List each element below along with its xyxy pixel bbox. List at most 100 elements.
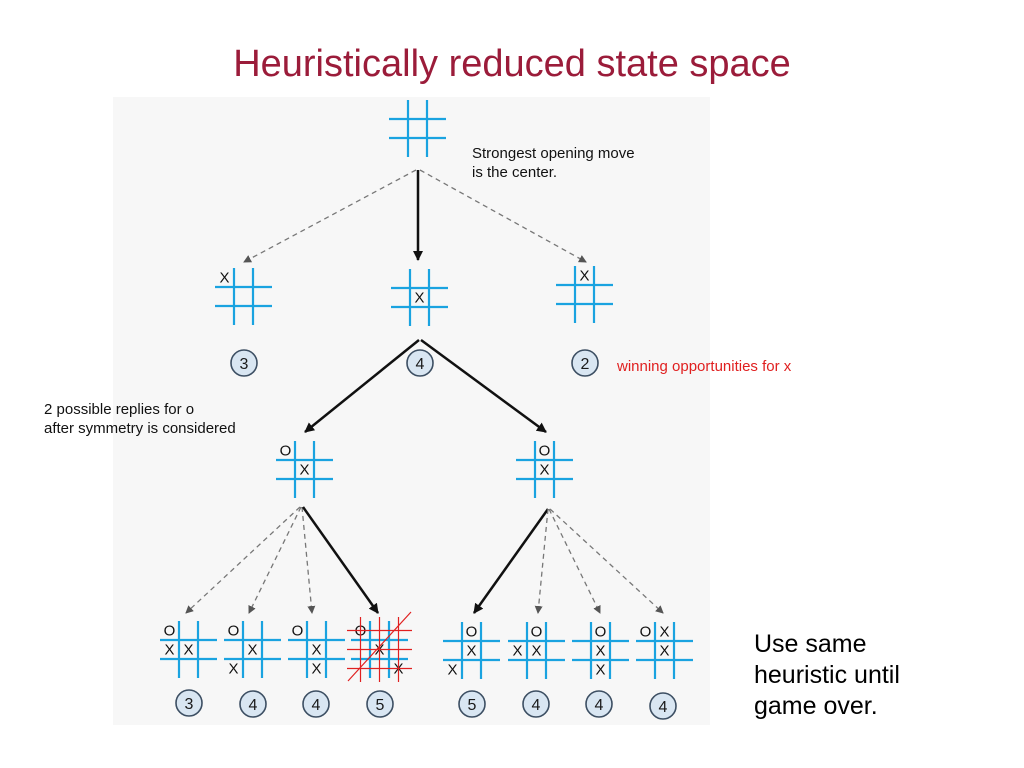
board-a3: OXX <box>288 621 345 678</box>
badges-layer: 3 4 2 3 4 4 5 5 4 4 4 <box>175 349 677 720</box>
board-mark-o: O <box>164 623 176 640</box>
opening-note-line-2: is the center. <box>472 164 558 181</box>
score-badge-value: 4 <box>249 697 258 714</box>
board-mark-x: X <box>164 642 174 659</box>
arrow-o-edge-to-b1 <box>472 508 550 614</box>
arrow-root-to-x-corner <box>243 169 417 263</box>
score-badge-x-center: 4 <box>406 349 434 377</box>
board-mark-o: O <box>539 443 551 460</box>
board-root <box>389 100 446 157</box>
score-badge-value: 4 <box>416 356 425 373</box>
score-badge-circle <box>366 690 394 718</box>
board-x-edge: X <box>556 266 613 323</box>
board-mark-x: X <box>466 643 476 660</box>
board-mark-o: O <box>640 624 652 641</box>
board-mark-x: X <box>414 290 424 307</box>
score-badge-circle <box>649 692 677 720</box>
board-a2: OXX <box>224 621 281 678</box>
board-mark-o: O <box>466 624 478 641</box>
score-badge-value: 4 <box>532 697 541 714</box>
board-mark-x: X <box>659 624 669 641</box>
score-badge-b1: 5 <box>458 690 486 718</box>
board-mark-o: O <box>280 443 292 460</box>
score-badge-b3: 4 <box>585 690 613 718</box>
arrow-x-center-to-o-corner <box>304 339 420 433</box>
board-mark-x: X <box>219 270 229 287</box>
board-mark-x: X <box>595 643 605 660</box>
board-o-edge: OX <box>516 441 573 498</box>
board-mark-o: O <box>228 623 240 640</box>
slide-title: Heuristically reduced state space <box>233 43 791 85</box>
board-x-corner: X <box>215 268 272 325</box>
winning-opportunities-note: winning opportunities for x <box>617 358 792 375</box>
arrow-o-edge-to-b3 <box>548 508 601 614</box>
arrow-root-to-x-edge <box>419 169 587 263</box>
score-badge-value: 4 <box>312 697 321 714</box>
score-badge-b2: 4 <box>522 690 550 718</box>
heuristic-note-line-1: Use same <box>754 630 867 658</box>
board-mark-x: X <box>659 643 669 660</box>
arrow-o-corner-to-a3 <box>301 506 316 614</box>
board-mark-x: X <box>595 662 605 679</box>
winning-line-diagonal <box>347 611 412 682</box>
replies-note-line-2: after symmetry is considered <box>44 420 236 437</box>
board-b1: OXX <box>443 622 500 679</box>
score-badge-circle <box>458 690 486 718</box>
score-badge-value: 3 <box>240 356 249 373</box>
score-badge-value: 2 <box>581 356 590 373</box>
board-mark-x: X <box>228 661 238 678</box>
board-mark-x: X <box>512 643 522 660</box>
board-mark-o: O <box>292 623 304 640</box>
opening-note-line-1: Strongest opening move <box>472 145 635 162</box>
score-badge-value: 5 <box>468 697 477 714</box>
edges-layer <box>185 169 664 614</box>
score-badge-circle <box>302 690 330 718</box>
arrow-x-center-to-o-edge <box>420 338 547 434</box>
board-mark-x: X <box>531 643 541 660</box>
score-badge-circle <box>239 690 267 718</box>
score-badge-circle <box>230 349 258 377</box>
board-mark-x: X <box>539 462 549 479</box>
board-mark-x: X <box>299 462 309 479</box>
heuristic-note-line-2: heuristic until <box>754 661 900 689</box>
score-badge-value: 3 <box>185 696 194 713</box>
board-x-center: X <box>391 269 448 326</box>
board-b3: OXX <box>572 622 629 679</box>
board-mark-x: X <box>447 662 457 679</box>
score-badge-a3: 4 <box>302 690 330 718</box>
score-badge-a4: 5 <box>366 690 394 718</box>
arrow-o-corner-to-a4 <box>301 506 380 614</box>
score-badge-circle <box>406 349 434 377</box>
score-badge-b4: 4 <box>649 692 677 720</box>
board-mark-o: O <box>531 624 543 641</box>
board-o-corner: OX <box>276 441 333 498</box>
opening-move-note: Strongest opening move is the center. <box>472 144 635 182</box>
arrow-o-edge-to-b4 <box>549 508 664 614</box>
possible-replies-note: 2 possible replies for o after symmetry … <box>44 400 236 438</box>
diagram-panel <box>113 97 710 725</box>
heuristic-note-line-3: game over. <box>754 692 878 720</box>
board-mark-x: X <box>183 642 193 659</box>
heuristic-note: Use same heuristic until game over. <box>754 629 900 722</box>
replies-note-line-1: 2 possible replies for o <box>44 401 195 418</box>
arrow-o-corner-to-a2 <box>248 506 302 614</box>
board-mark-x: X <box>311 661 321 678</box>
score-badge-x-edge: 2 <box>571 349 599 377</box>
score-badge-value: 4 <box>595 697 604 714</box>
arrow-o-corner-to-a1 <box>185 506 301 614</box>
board-mark-o: O <box>595 624 607 641</box>
score-badge-x-corner: 3 <box>230 349 258 377</box>
score-badge-circle <box>585 690 613 718</box>
board-mark-x: X <box>247 642 257 659</box>
board-a4: OXX <box>347 611 412 682</box>
score-badge-circle <box>522 690 550 718</box>
boards-layer: XXXOXOXOXXOXXOXXOXXOXXOXXOXXOXX <box>160 100 693 682</box>
board-mark-x: X <box>311 642 321 659</box>
arrow-o-edge-to-b2 <box>534 508 549 614</box>
score-badge-value: 5 <box>376 697 385 714</box>
score-badge-a1: 3 <box>175 689 203 717</box>
